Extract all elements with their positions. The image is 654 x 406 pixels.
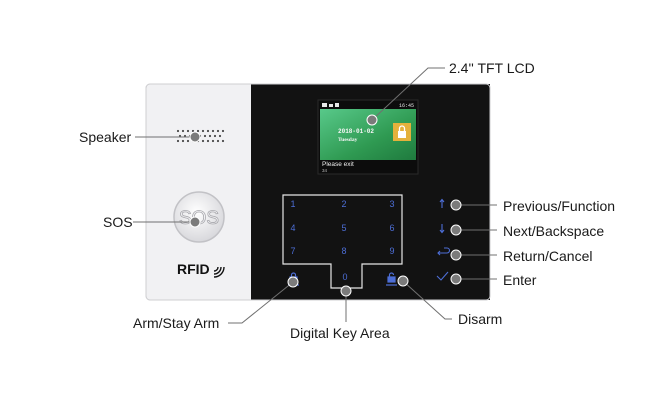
label-arm-stay-arm: Arm/Stay Arm <box>133 315 220 331</box>
key-4[interactable]: 4 <box>290 223 295 233</box>
label-next-backspace: Next/Backspace <box>503 223 605 239</box>
key-5[interactable]: 5 <box>341 223 346 233</box>
rfid-text: RFID <box>177 261 210 277</box>
key-0[interactable]: 0 <box>342 272 347 282</box>
label-enter: Enter <box>503 272 537 288</box>
label-previous-function: Previous/Function <box>503 198 616 214</box>
key-9[interactable]: 9 <box>389 246 394 256</box>
return-arrow-icon[interactable] <box>437 247 451 256</box>
lcd-weekday: Tuesday <box>338 137 358 143</box>
rfid-waves-icon <box>213 266 225 278</box>
label-sos: SOS <box>103 214 133 230</box>
lcd-counter: 34 <box>322 168 328 173</box>
lcd-time: 16:45 <box>399 103 414 109</box>
up-arrow-icon[interactable] <box>439 198 445 209</box>
callout-lines <box>133 67 497 324</box>
key-6[interactable]: 6 <box>389 223 394 233</box>
down-arrow-icon[interactable] <box>439 224 445 234</box>
lcd-date: 2018-01-02 <box>338 128 374 135</box>
label-speaker: Speaker <box>79 129 132 145</box>
label-digital-key-area: Digital Key Area <box>290 325 390 341</box>
rfid-logo: RFID <box>177 261 225 278</box>
disarm-unlock-icon[interactable] <box>386 272 397 286</box>
lock-icon <box>398 125 406 138</box>
key-7[interactable]: 7 <box>290 246 295 256</box>
label-disarm: Disarm <box>458 311 503 327</box>
key-3[interactable]: 3 <box>389 199 394 209</box>
enter-check-icon[interactable] <box>436 271 449 281</box>
key-area-outline <box>282 194 403 289</box>
key-1[interactable]: 1 <box>290 199 295 209</box>
key-8[interactable]: 8 <box>341 246 346 256</box>
key-2[interactable]: 2 <box>341 199 346 209</box>
lcd-status-icons <box>322 103 339 107</box>
callout-dots <box>189 114 462 297</box>
lcd-screen: 16:45 2018-01-02 Tuesday Please exit 34 <box>317 99 419 175</box>
lcd-message: Please exit <box>322 161 354 168</box>
label-tft-lcd: 2.4'' TFT LCD <box>449 60 535 76</box>
nav-keys <box>436 198 451 281</box>
keypad-digits: 1 2 3 4 5 6 7 8 9 0 <box>290 199 394 282</box>
label-return-cancel: Return/Cancel <box>503 248 593 264</box>
sos-button[interactable]: SOS <box>173 191 225 243</box>
